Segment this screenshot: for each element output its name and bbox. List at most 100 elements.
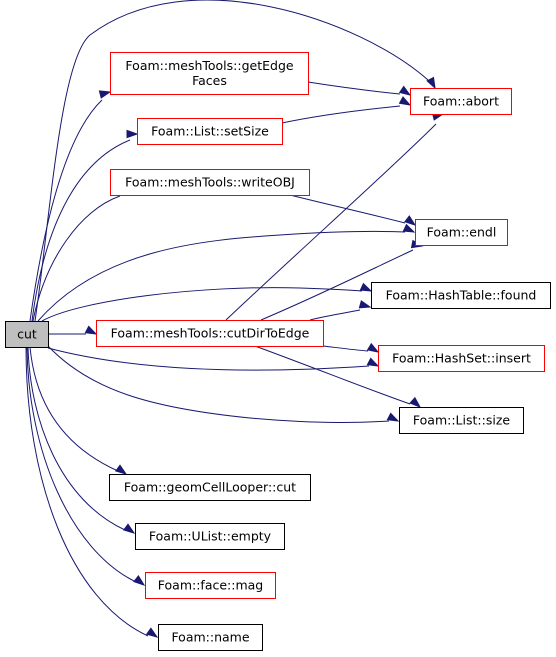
node-box — [399, 407, 524, 434]
node-empty[interactable]: Foam::UList::empty — [135, 523, 285, 550]
node-label: Foam::face::mag — [158, 578, 263, 593]
node-cutDirToEdge[interactable]: Foam::meshTools::cutDirToEdge — [96, 320, 324, 347]
edge-line — [260, 249, 414, 321]
edge-cut-to-abort — [34, 0, 436, 322]
edge-cut-to-insert — [47, 347, 380, 371]
node-setSize[interactable]: Foam::List::setSize — [137, 118, 283, 145]
edge-arrowhead — [359, 282, 373, 292]
node-name[interactable]: Foam::name — [158, 624, 263, 651]
edge-cut-to-geomCut — [29, 346, 128, 475]
edge-line — [29, 346, 119, 472]
node-found[interactable]: Foam::HashTable::found — [371, 282, 551, 309]
edge-line — [289, 194, 406, 224]
edge-line — [322, 345, 369, 352]
node-box — [96, 320, 324, 347]
node-label: Foam::UList::empty — [149, 529, 272, 544]
edge-cutDirToEdge-to-found — [309, 300, 372, 321]
node-label: Faces — [192, 73, 227, 88]
node-box — [137, 118, 283, 145]
node-label: Foam::meshTools::writeOBJ — [125, 175, 295, 190]
edge-arrowhead — [126, 129, 139, 139]
node-mag[interactable]: Foam::face::mag — [145, 572, 276, 599]
edge-line — [41, 287, 363, 322]
edge-arrowhead — [426, 76, 436, 90]
edge-line — [31, 139, 131, 322]
edge-cutDirToEdge-to-insert — [322, 342, 380, 353]
edge-cut-to-size — [47, 345, 400, 423]
node-box — [158, 624, 263, 651]
edge-line — [225, 123, 437, 321]
edge-arrowhead — [114, 464, 128, 475]
edge-arrowhead — [98, 90, 112, 99]
edge-cut-to-getEdgeFaces — [29, 90, 112, 322]
edge-arrowhead — [398, 96, 412, 106]
edge-line — [32, 195, 121, 322]
edge-cut-to-setSize — [31, 129, 139, 322]
node-label: Foam::geomCellLooper::cut — [124, 480, 296, 495]
edge-line — [37, 230, 406, 322]
edge-arrowhead — [404, 215, 417, 226]
node-insert[interactable]: Foam::HashSet::insert — [378, 345, 545, 372]
node-box — [145, 572, 276, 599]
node-writeOBJ[interactable]: Foam::meshTools::writeOBJ — [110, 169, 310, 196]
edge-line — [27, 346, 126, 531]
edge-line — [254, 345, 411, 405]
node-box — [5, 321, 49, 348]
node-label: Foam::HashTable::found — [386, 288, 537, 303]
edge-line — [34, 0, 429, 322]
edge-arrowhead — [358, 300, 372, 309]
edge-arrowhead — [366, 342, 380, 353]
node-box — [110, 52, 309, 95]
node-abort[interactable]: Foam::abort — [410, 88, 512, 115]
node-box — [371, 282, 551, 309]
node-box — [135, 523, 285, 550]
node-box — [410, 88, 512, 115]
edge-cut-to-cutDirToEdge — [48, 325, 98, 335]
edge-cutDirToEdge-to-size — [254, 345, 422, 408]
node-label: Foam::meshTools::cutDirToEdge — [111, 326, 310, 341]
node-label: Foam::meshTools::getEdge — [125, 58, 293, 73]
edge-line — [29, 99, 103, 322]
edge-writeOBJ-to-endl — [289, 194, 417, 226]
edge-line — [307, 81, 401, 95]
edge-arrowhead — [133, 575, 146, 586]
node-geomCut[interactable]: Foam::geomCellLooper::cut — [109, 474, 311, 501]
edge-line — [25, 346, 149, 637]
node-box — [109, 474, 311, 501]
node-label: Foam::name — [171, 630, 249, 645]
edge-line — [47, 347, 370, 371]
node-endl[interactable]: Foam::endl — [415, 219, 508, 246]
nodes-layer: cut Foam::meshTools::getEdgeFacesFoam::Li… — [5, 52, 551, 651]
edge-arrowhead — [386, 412, 400, 422]
edge-cut-to-empty — [27, 346, 136, 534]
edge-arrowhead — [145, 627, 159, 638]
edge-cut-to-name — [25, 346, 159, 638]
node-box — [415, 219, 508, 246]
node-cut: cut — [5, 321, 49, 348]
edge-line — [281, 105, 401, 124]
node-label: Foam::HashSet::insert — [392, 351, 531, 366]
node-box — [378, 345, 545, 372]
edge-setSize-to-abort — [281, 96, 412, 124]
edges-layer — [25, 0, 445, 638]
edge-cut-to-endl — [37, 223, 416, 322]
node-label: Foam::abort — [423, 94, 499, 109]
edge-arrowhead — [84, 325, 98, 335]
node-label: Foam::endl — [427, 225, 497, 240]
edge-arrowhead — [402, 223, 416, 233]
edge-cut-to-found — [41, 282, 373, 322]
edge-line — [309, 309, 361, 321]
node-label: Foam::List::size — [413, 413, 510, 428]
edge-arrowhead — [398, 85, 412, 96]
edge-cut-to-mag — [26, 346, 146, 586]
edge-getEdgeFaces-to-abort — [307, 81, 412, 96]
node-box — [110, 169, 310, 196]
node-label: cut — [17, 327, 37, 342]
node-label: Foam::List::setSize — [151, 124, 269, 139]
edge-line — [47, 345, 390, 423]
edge-arrowhead — [366, 357, 380, 367]
edge-arrowhead — [409, 396, 422, 408]
node-size[interactable]: Foam::List::size — [399, 407, 524, 434]
